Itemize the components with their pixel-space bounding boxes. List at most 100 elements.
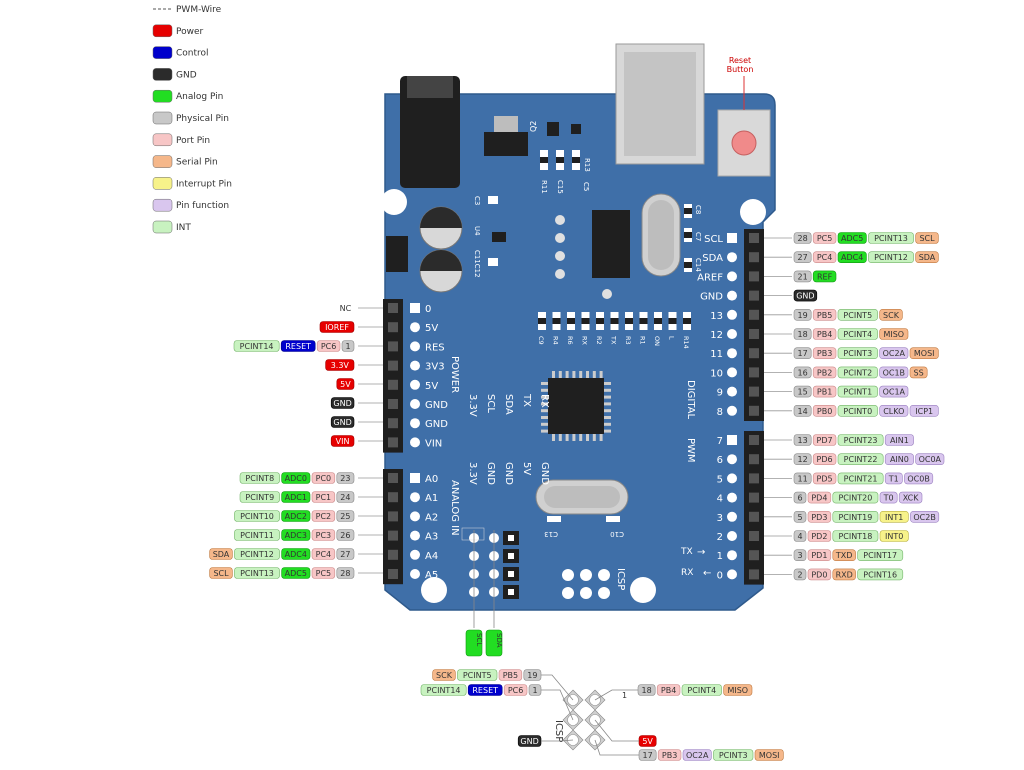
header-socket[interactable] (388, 511, 398, 522)
header-socket[interactable] (388, 322, 398, 333)
tx-arrow-icon: → (697, 547, 705, 558)
pin-tag-text: ADC2 (285, 512, 307, 521)
legend-item: PWM-Wire (153, 5, 222, 15)
label-c5: C5 (582, 182, 590, 191)
header-socket[interactable] (749, 367, 759, 378)
legend-swatch (152, 198, 173, 212)
leader-line (541, 689, 574, 721)
header-socket[interactable] (749, 348, 759, 359)
header-socket[interactable] (388, 418, 398, 429)
header-socket[interactable] (388, 379, 398, 390)
icsp-pin (580, 587, 592, 599)
header-socket[interactable] (749, 405, 759, 416)
header-socket[interactable] (388, 437, 398, 448)
pin-label-row: GND (330, 416, 355, 428)
pin-tag-analog (485, 629, 503, 657)
pin-tag-text: OC1A (883, 388, 906, 397)
header-socket[interactable] (749, 252, 759, 263)
pin-tag-physical (793, 385, 812, 398)
header-socket[interactable] (749, 454, 759, 465)
pin-label: 4 (717, 494, 723, 505)
header-socket[interactable] (388, 473, 398, 483)
pin-label: A2 (425, 512, 438, 523)
header-socket[interactable] (749, 511, 759, 522)
silk-label: R6 (566, 336, 574, 345)
pin-tag-port (812, 404, 837, 417)
header-socket[interactable] (749, 233, 759, 243)
reset-button-title-2: Button (727, 65, 754, 74)
pin-tag-text: SS (914, 368, 924, 377)
silk-label: ON (653, 336, 661, 346)
pin-tag-power (330, 435, 355, 447)
pin-tag-text: 14 (798, 407, 808, 416)
header-socket[interactable] (388, 530, 398, 541)
header-socket[interactable] (388, 399, 398, 409)
label-r11: R11 (540, 180, 548, 194)
label-c14: C14 (694, 258, 702, 272)
icsp-pin (598, 587, 610, 599)
label-digital: DIGITAL (685, 380, 696, 420)
silk-label: R2 (595, 336, 603, 345)
pin-tag-serial (909, 347, 939, 360)
silk-label: GND (539, 462, 550, 485)
silk-label: 5V (521, 462, 532, 475)
legend-item: Analog Pin (152, 89, 223, 103)
pin-tag-func (904, 472, 934, 485)
pin-tag-interrupt (879, 530, 909, 542)
icsp-pin (580, 569, 592, 581)
pin-tag-int (233, 340, 280, 352)
header-socket[interactable] (749, 271, 759, 282)
pin-tag-text: PD3 (811, 513, 827, 522)
pin-tag-text: PCINT10 (240, 512, 274, 521)
pin-tag-text: SCL (213, 569, 229, 578)
header-socket[interactable] (749, 531, 759, 541)
pin-tag-int (837, 404, 878, 417)
header-socket[interactable] (388, 360, 398, 371)
pin-tag-physical (793, 549, 807, 562)
pin-tag-text: OC0A (919, 455, 942, 464)
legend-item: Physical Pin (152, 111, 229, 125)
header-socket[interactable] (388, 492, 398, 503)
header-socket[interactable] (749, 492, 759, 503)
reset-button[interactable] (717, 109, 771, 177)
silk-label: GND (485, 462, 496, 485)
smd-part (492, 232, 506, 242)
pin-tag-text: PCINT22 (844, 455, 878, 464)
smd-part (571, 124, 581, 134)
header-socket[interactable] (749, 435, 759, 445)
pin-tag-text: PCINT12 (874, 253, 908, 262)
pin-tag-text: 16 (798, 368, 808, 377)
header-socket[interactable] (388, 549, 398, 560)
pin-tag-int (837, 328, 878, 340)
label-rx: RX (681, 568, 693, 578)
header-socket[interactable] (749, 309, 759, 320)
pin-tag-text: 23 (340, 474, 350, 483)
pin-tag-text: ADC4 (285, 550, 307, 559)
header-socket[interactable] (388, 303, 398, 313)
header-socket[interactable] (749, 290, 759, 301)
header-socket[interactable] (749, 550, 759, 561)
header-socket[interactable] (388, 341, 398, 352)
pin-label: 11 (710, 349, 723, 360)
header-socket[interactable] (749, 569, 759, 580)
pin-tag-text: PB0 (817, 407, 832, 416)
power-pin: 0 (410, 303, 431, 315)
header-socket[interactable] (749, 473, 759, 484)
pin-tag-text: 2 (797, 570, 802, 579)
header-socket[interactable] (749, 329, 759, 339)
header-socket[interactable] (388, 569, 398, 579)
power-pin: GND (410, 418, 448, 430)
icsp-pin (562, 587, 574, 599)
analog-pin: A0 (410, 473, 438, 485)
header-socket[interactable] (749, 386, 759, 397)
pin-tag-func (879, 385, 909, 398)
leader-line (594, 719, 639, 742)
pin-tag-port (656, 684, 681, 696)
